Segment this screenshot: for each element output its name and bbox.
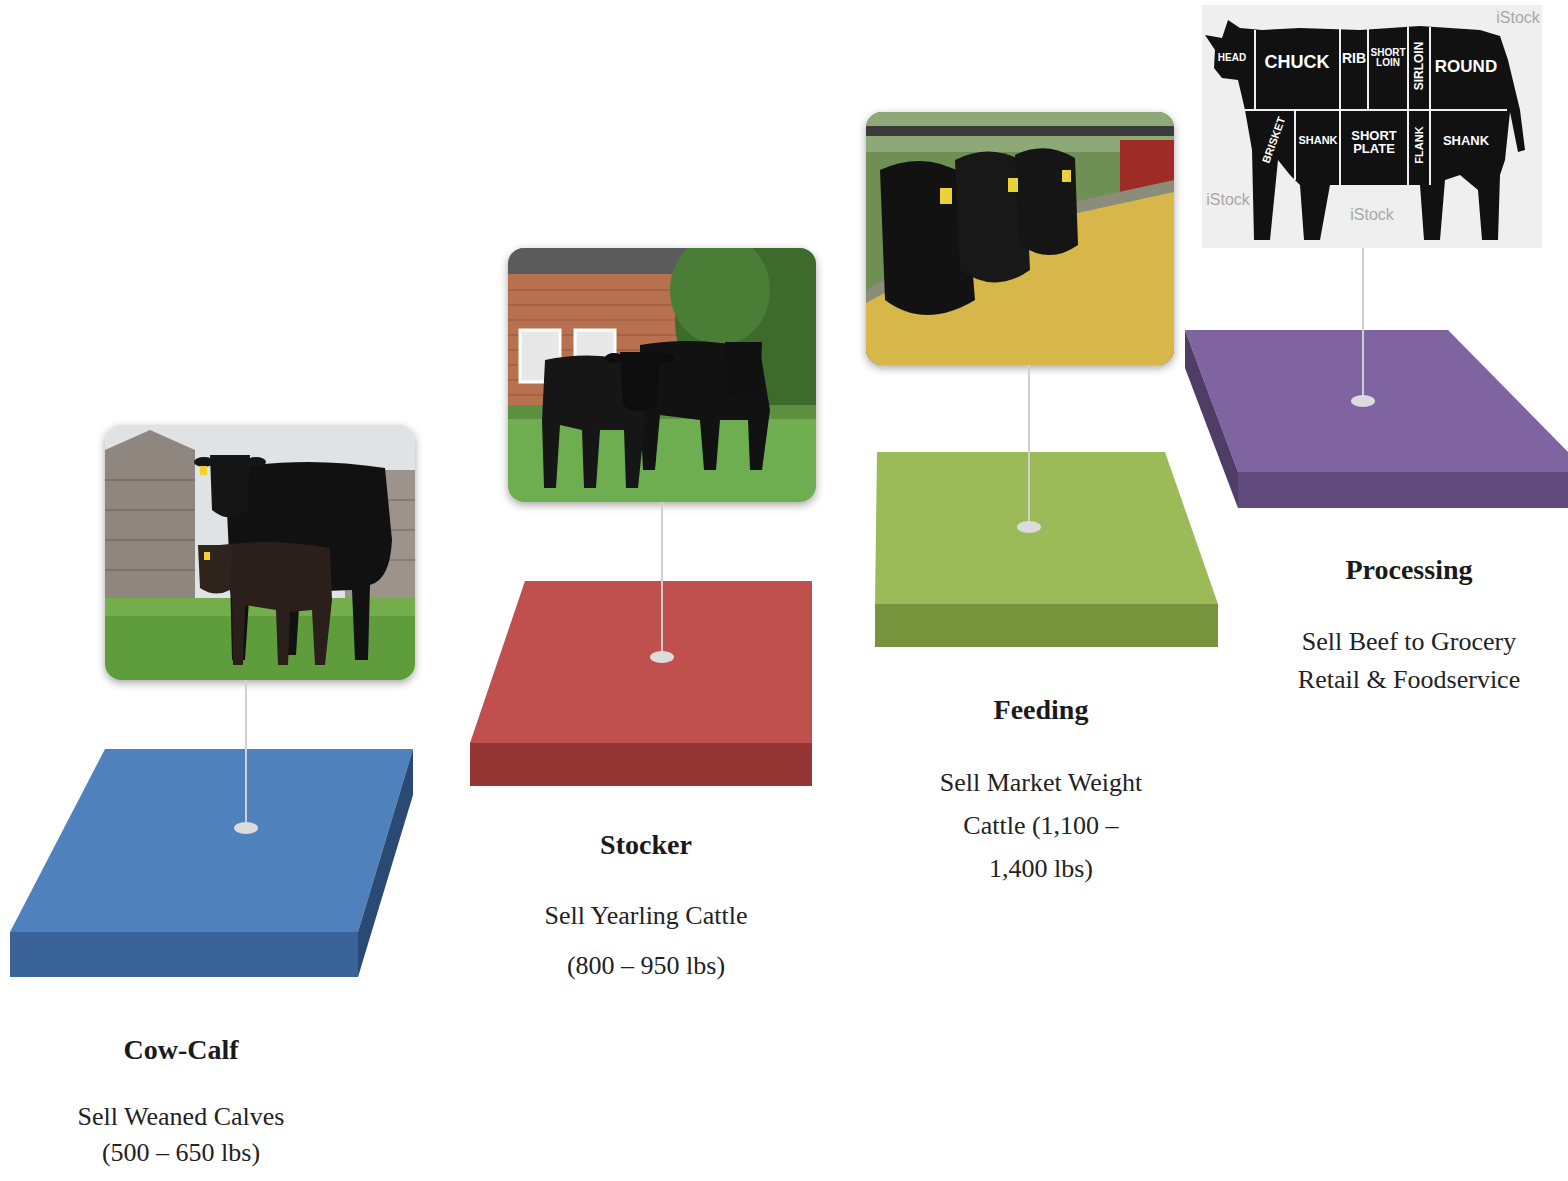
feeding-photo [866, 112, 1174, 365]
leader-dots [234, 395, 1375, 834]
cut-label: SHANK [1443, 134, 1489, 147]
plate-face [470, 743, 812, 786]
stage-plate: FeedingSell Market Weight Cattle (1,100 … [875, 452, 1218, 647]
plate-face [1185, 330, 1238, 508]
beef-cuts-chart [1202, 5, 1542, 248]
cut-label: HEAD [1218, 53, 1246, 63]
stocker-photo [508, 220, 865, 502]
stage-description: Sell Weaned Calves (500 – 650 lbs) [64, 1099, 299, 1171]
plate-face [875, 452, 1218, 604]
plate-face [1185, 330, 1568, 472]
cut-label: RIB [1342, 51, 1366, 65]
plate-shape [470, 581, 812, 786]
cut-label: BRISKET [1261, 115, 1288, 164]
cut-label: FLANK [1414, 126, 1425, 163]
stage-plate: Cow-CalfSell Weaned Calves (500 – 650 lb… [10, 749, 413, 977]
watermark: iStock [1496, 10, 1540, 26]
leader-lines [246, 248, 1363, 826]
stage-plate: StockerSell Yearling Cattle (800 – 950 l… [470, 581, 812, 786]
stage-text: FeedingSell Market Weight Cattle (1,100 … [934, 693, 1148, 890]
plate-shape [1185, 330, 1568, 508]
watermark: iStock [1350, 207, 1394, 223]
cut-label: SHANK [1298, 135, 1337, 146]
cut-label: SIRLOIN [1413, 42, 1425, 91]
stage-title: Stocker [526, 828, 766, 862]
stage-description: Sell Market Weight Cattle (1,100 – 1,400… [934, 761, 1148, 890]
stage-title: Feeding [934, 693, 1148, 727]
plate-face [10, 932, 358, 977]
plate-face [358, 749, 413, 977]
cut-label: SHORT LOIN [1369, 48, 1407, 68]
stage-text: ProcessingSell Beef to Grocery Retail & … [1284, 553, 1534, 699]
stage-text: Cow-CalfSell Weaned Calves (500 – 650 lb… [64, 1033, 299, 1171]
stage-plate: ProcessingSell Beef to Grocery Retail & … [1185, 330, 1568, 508]
cow-calf-photo [105, 425, 415, 680]
stage-title: Cow-Calf [64, 1033, 299, 1067]
cut-label: SHORT PLATE [1342, 129, 1406, 155]
plate-face [10, 749, 413, 932]
plate-face [1238, 472, 1568, 508]
stage-title: Processing [1284, 553, 1534, 587]
stage-description: Sell Beef to Grocery Retail & Foodservic… [1284, 623, 1534, 699]
stage-description: Sell Yearling Cattle (800 – 950 lbs) [526, 891, 766, 991]
watermark: iStock [1206, 192, 1250, 208]
cut-label: ROUND [1435, 58, 1497, 75]
plate-shape [10, 749, 413, 977]
plate-face [470, 581, 812, 743]
cut-label: CHUCK [1265, 53, 1330, 71]
plate-face [875, 604, 1218, 647]
plate-shape [875, 452, 1218, 647]
stage-text: StockerSell Yearling Cattle (800 – 950 l… [526, 828, 766, 991]
